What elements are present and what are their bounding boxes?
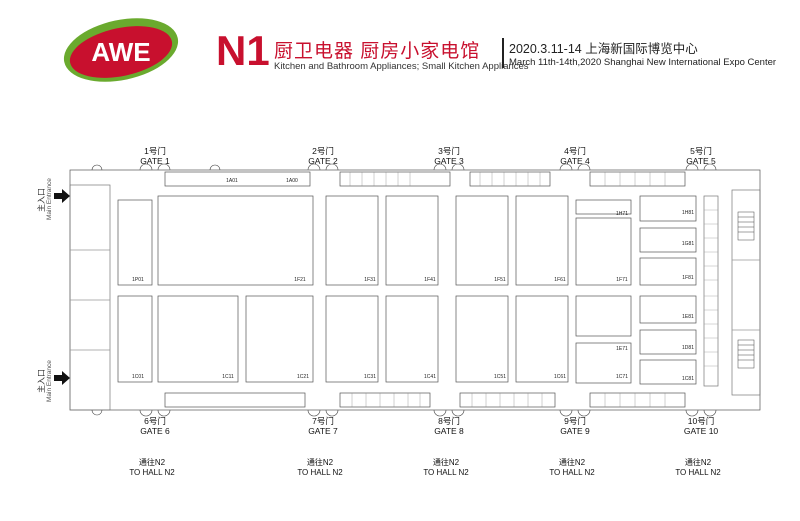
booth-1F81 — [639, 257, 697, 286]
booth-1C41 — [385, 295, 439, 383]
booth-label: 1F31 — [364, 277, 376, 283]
hall-title-cn: 厨卫电器 厨房小家电馆 — [274, 41, 481, 62]
booth-label: 1F71 — [616, 277, 628, 283]
booth-label: 1C11 — [222, 374, 234, 380]
booth-label: 1F81 — [682, 275, 694, 281]
booth-label: 1H71 — [616, 211, 628, 217]
booth-1F51 — [455, 195, 509, 286]
booth-1F71 — [575, 217, 632, 286]
hall-code: N1 — [216, 27, 270, 74]
booth-1H81 — [639, 195, 697, 222]
booth-label: 1E71 — [616, 346, 628, 352]
booth-1P01 — [117, 199, 153, 286]
booth-label: 1C01 — [132, 374, 144, 380]
booth-label: 1F41 — [424, 277, 436, 283]
booth-label: 1C81 — [682, 376, 694, 382]
booth-1C31 — [325, 295, 379, 383]
header-divider — [502, 38, 504, 68]
booth-label: 1C21 — [297, 374, 309, 380]
booth-1F31 — [325, 195, 379, 286]
event-date-cn: 2020.3.11-14 上海新国际博览中心 — [509, 42, 698, 56]
booth-1F21 — [157, 195, 314, 286]
booth-label: 1E81 — [682, 314, 694, 320]
booth-label: 1C31 — [364, 374, 376, 380]
booth-1C61 — [515, 295, 569, 383]
booth-1C81 — [639, 359, 697, 385]
hall-title-en: Kitchen and Bathroom Appliances; Small K… — [274, 61, 529, 72]
booth-label: 1H81 — [682, 210, 694, 216]
booth-label: 1C71 — [616, 374, 628, 380]
booth-label: 1C51 — [494, 374, 506, 380]
booth-label: 1D81 — [682, 345, 694, 351]
logo-text: AWE — [91, 37, 150, 67]
hall-outline — [69, 169, 761, 411]
booth-label: 1F51 — [494, 277, 506, 283]
entrance-label-en: Main Entrance — [46, 360, 53, 402]
booth-label: 1C61 — [554, 374, 566, 380]
booth-1E81 — [639, 295, 697, 324]
booth-1E71 — [575, 295, 632, 337]
entrance-label-en: Main Entrance — [46, 178, 53, 220]
awe-logo: AWE — [63, 18, 179, 82]
booth-label: 1A00 — [286, 178, 298, 184]
booth-1C11 — [157, 295, 239, 383]
booth-label: 1F61 — [554, 277, 566, 283]
booth-1F41 — [385, 195, 439, 286]
booth-1C51 — [455, 295, 509, 383]
booth-label: 1G81 — [682, 241, 694, 247]
booth-label: 1P01 — [132, 277, 144, 283]
booth-1G81 — [639, 227, 697, 253]
booth-label: 1F21 — [294, 277, 306, 283]
booth-1C21 — [245, 295, 314, 383]
booth-label: 1C41 — [424, 374, 436, 380]
entrance-arrow-top — [54, 189, 70, 203]
booth-label: 1A01 — [226, 178, 238, 184]
booth-1D81 — [639, 329, 697, 355]
entrance-arrow-bottom — [54, 371, 70, 385]
event-date-en: March 11th-14th,2020 Shanghai New Intern… — [509, 57, 777, 68]
booth-1C01 — [117, 295, 153, 383]
booth-1C71 — [575, 342, 632, 384]
booth-1F61 — [515, 195, 569, 286]
